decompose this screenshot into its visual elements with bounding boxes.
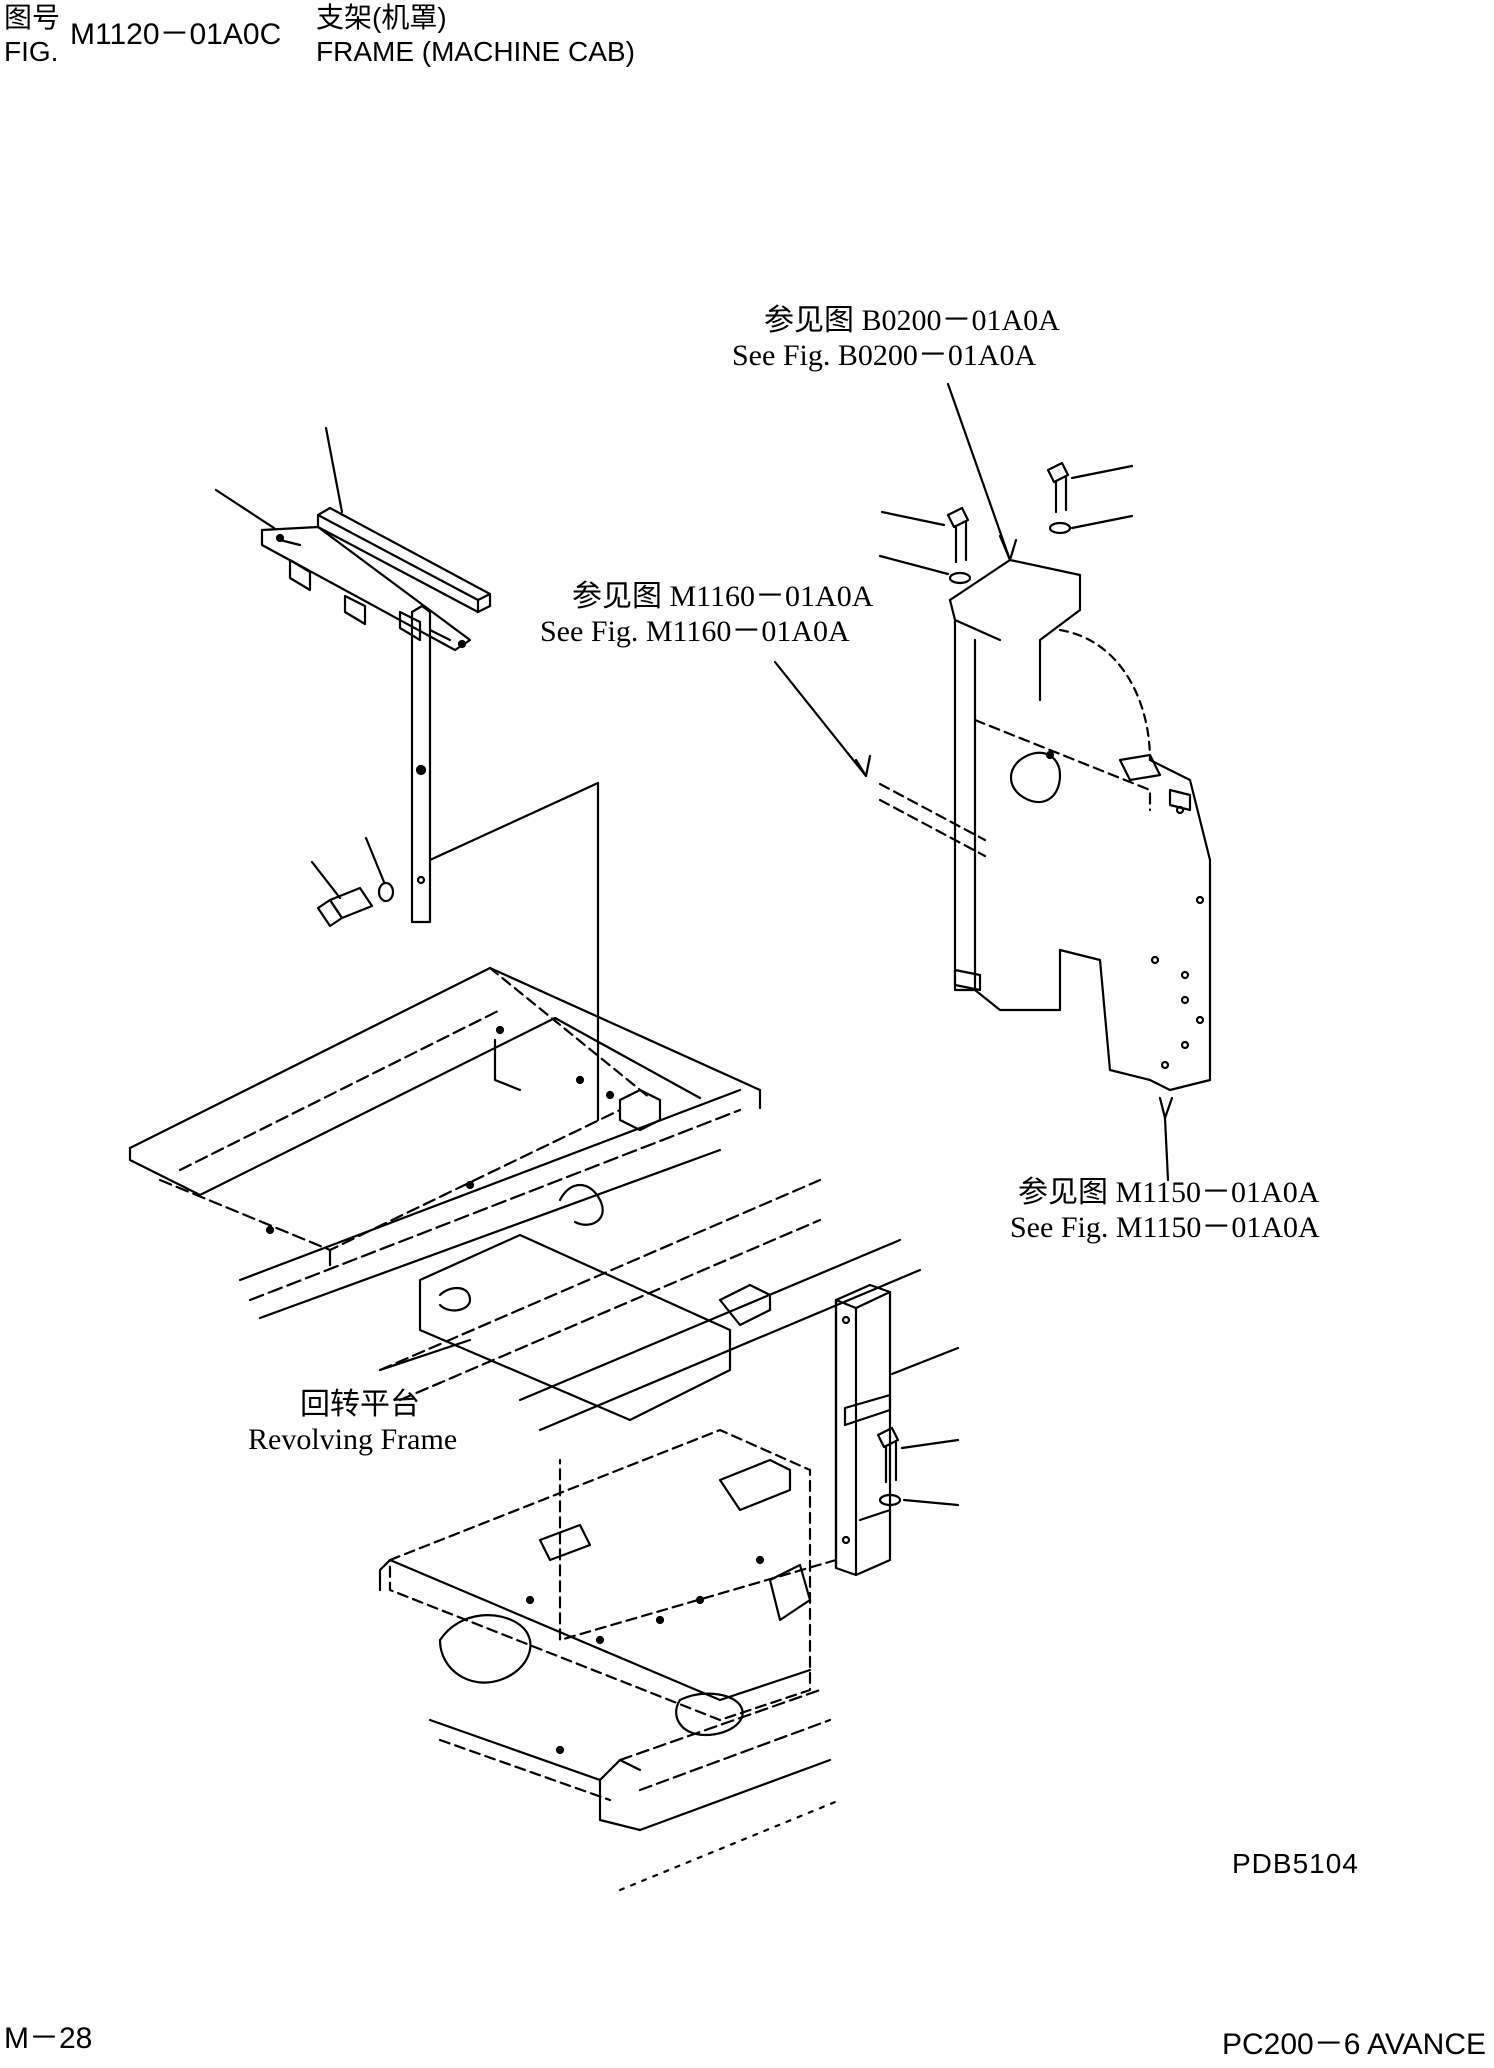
callout-revolving-frame: 回转平台 Revolving Frame [248,1388,457,1457]
callout-see-fig-b0200: 参见图 B0200－01A0A See Fig. B0200－01A0A [732,304,1060,373]
title-en: FRAME (MACHINE CAB) [316,36,635,67]
fig-label-en: FIG. [4,36,59,67]
callout-m1160-cn: 参见图 M1160－01A0A [572,580,874,613]
title-cn: 支架(机罩) [316,2,447,33]
fig-number: M1120－01A0C [70,18,282,51]
upper-left-bracket [214,426,600,1122]
callout-see-fig-m1150: 参见图 M1150－01A0A See Fig. M1150－01A0A [1010,1176,1320,1245]
callout-see-fig-m1160: 参见图 M1160－01A0A See Fig. M1160－01A0A [540,580,873,649]
drawing-code: PDB5104 [1232,1848,1359,1879]
callout-revolving-en: Revolving Frame [248,1422,458,1456]
callout-m1150-en: See Fig. M1150－01A0A [1010,1210,1320,1244]
lower-deck [378,1428,842,1892]
callout-m1160-en: See Fig. M1160－01A0A [540,614,850,648]
page-number: M－28 [4,2022,93,2055]
lower-bracket [558,1283,960,1642]
callout-b0200-en: See Fig. B0200－01A0A [732,338,1037,372]
callout-m1150-cn: 参见图 M1150－01A0A [1018,1176,1320,1209]
callout-b0200-cn: 参见图 B0200－01A0A [764,304,1060,337]
fig-label-cn: 图号 [4,2,61,33]
model-name: PC200－6 AVANCE [1222,2028,1487,2061]
revolving-frame [128,966,922,1432]
right-cab-bracket [773,382,1212,1182]
callout-revolving-cn: 回转平台 [300,1388,420,1421]
